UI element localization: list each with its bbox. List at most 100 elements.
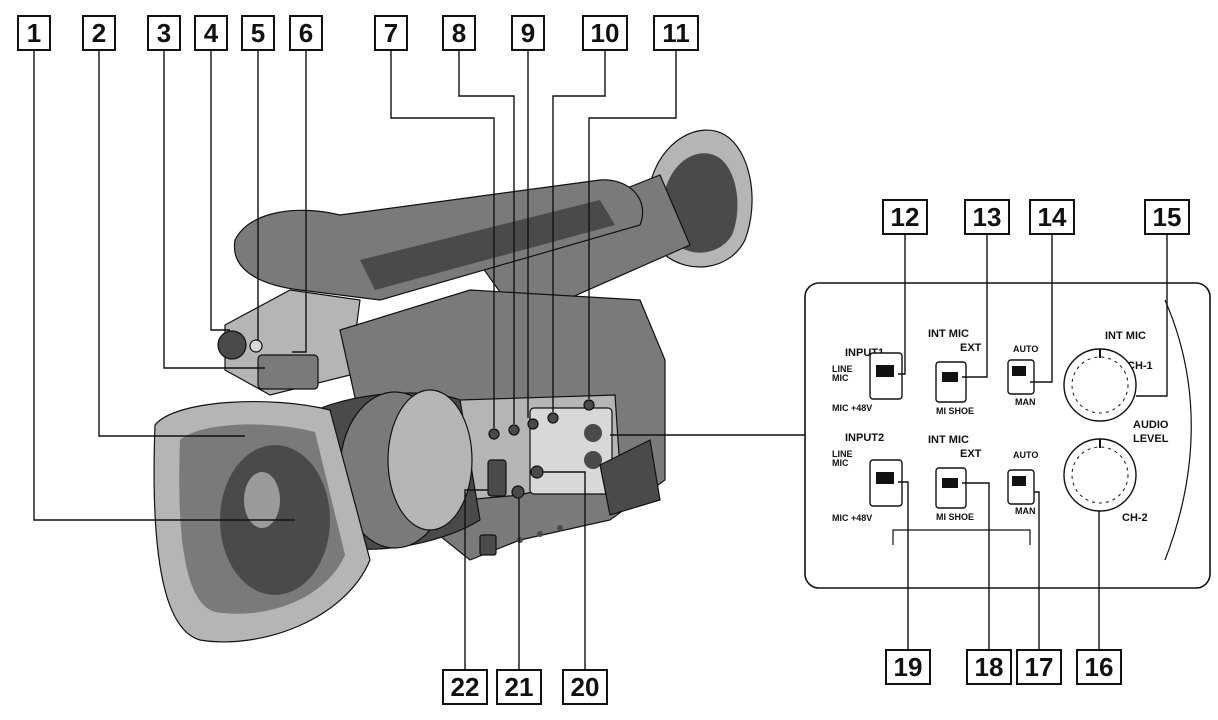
button-11 — [583, 399, 595, 411]
svg-text:17: 17 — [1025, 652, 1054, 682]
svg-text:22: 22 — [451, 672, 480, 702]
svg-text:3: 3 — [157, 18, 171, 48]
input2-switch — [869, 459, 903, 507]
int-mic-switch-2 — [935, 467, 967, 509]
grip-strap — [599, 439, 661, 516]
int-mic-dial-label: INT MIC — [1105, 330, 1146, 342]
callout-7: 7 — [374, 15, 408, 51]
bottom-screw-3 — [557, 525, 563, 531]
auto-label-2: AUTO — [1013, 450, 1038, 460]
svg-text:21: 21 — [505, 672, 534, 702]
svg-text:7: 7 — [384, 18, 398, 48]
mi-shoe-label-1: MI SHOE — [936, 406, 974, 416]
auto-label-1: AUTO — [1013, 344, 1038, 354]
svg-text:19: 19 — [894, 652, 923, 682]
input2-label: INPUT2 — [845, 432, 884, 444]
input1-switch — [869, 352, 903, 400]
svg-text:1: 1 — [27, 18, 41, 48]
callout-6: 6 — [289, 15, 323, 51]
leader-lines — [33, 50, 1168, 670]
bottom-screw-2 — [537, 531, 543, 537]
bottom-screw-1 — [517, 537, 523, 543]
ch1-label: CH-1 — [1127, 360, 1153, 372]
audio-label: AUDIO — [1133, 419, 1169, 431]
int-mic-switch-1 — [935, 361, 967, 403]
svg-text:20: 20 — [571, 672, 600, 702]
callout-8: 8 — [442, 15, 476, 51]
button-7 — [488, 428, 500, 440]
mic-label-1: MIC — [832, 373, 849, 383]
svg-text:2: 2 — [92, 18, 106, 48]
audio-dial-small-1 — [584, 424, 602, 442]
callout-18: 18 — [966, 649, 1012, 685]
callout-9: 9 — [511, 15, 545, 51]
callout-22: 22 — [442, 669, 488, 705]
man-label-1: MAN — [1015, 397, 1036, 407]
auto-man-switch-2 — [1007, 469, 1035, 505]
top-handle — [233, 179, 644, 301]
callout-20: 20 — [562, 669, 608, 705]
svg-text:10: 10 — [591, 18, 620, 48]
svg-text:9: 9 — [521, 18, 535, 48]
button-8 — [508, 424, 520, 436]
panel-curve — [1164, 299, 1192, 561]
callout-14: 14 — [1029, 199, 1075, 235]
svg-text:6: 6 — [299, 18, 313, 48]
callout-10: 10 — [582, 15, 628, 51]
button-21 — [511, 485, 525, 499]
callout-11: 11 — [653, 15, 699, 51]
dial-ch2 — [1063, 438, 1137, 512]
svg-text:16: 16 — [1085, 652, 1114, 682]
mic48-label-2: MIC +48V — [832, 513, 872, 523]
bottom-jack — [479, 534, 497, 556]
button-10 — [547, 412, 559, 424]
ext-label-2: EXT — [960, 448, 982, 460]
callout-5: 5 — [241, 15, 275, 51]
callout-15: 15 — [1144, 199, 1190, 235]
mic-holder-front — [257, 354, 319, 390]
svg-text:5: 5 — [251, 18, 265, 48]
handle-grip — [360, 200, 615, 290]
svg-text:12: 12 — [891, 202, 920, 232]
zoom-ring — [387, 389, 473, 531]
callout-3: 3 — [147, 15, 181, 51]
line-label-1: LINE — [832, 364, 853, 374]
svg-text:18: 18 — [975, 652, 1004, 682]
button-9 — [527, 418, 539, 430]
callout-16: 16 — [1076, 649, 1122, 685]
callout-2: 2 — [82, 15, 116, 51]
switch-22 — [487, 459, 507, 497]
ext-label-1: EXT — [960, 342, 982, 354]
button-20 — [530, 465, 544, 479]
audio-control-panel: INPUT1 LINE MIC MIC +48V INT MIC EXT MI … — [804, 282, 1211, 589]
callout-13: 13 — [964, 199, 1010, 235]
int-mic-label-1: INT MIC — [928, 328, 969, 340]
svg-text:13: 13 — [973, 202, 1002, 232]
svg-text:14: 14 — [1038, 202, 1067, 232]
panel-bracket — [892, 529, 1031, 545]
svg-text:8: 8 — [452, 18, 466, 48]
svg-text:4: 4 — [204, 18, 219, 48]
svg-text:11: 11 — [662, 18, 690, 48]
callout-21: 21 — [496, 669, 542, 705]
man-label-2: MAN — [1015, 506, 1036, 516]
auto-man-switch-1 — [1007, 359, 1035, 395]
camcorder-illustration — [153, 129, 753, 643]
audio-panel-small — [529, 407, 613, 495]
callout-12: 12 — [882, 199, 928, 235]
callout-17: 17 — [1016, 649, 1062, 685]
line-label-2: LINE — [832, 449, 853, 459]
lens-reflection — [244, 472, 280, 528]
dial-ch1 — [1063, 348, 1137, 422]
ch2-label: CH-2 — [1122, 512, 1148, 524]
audio-dial-small-2 — [584, 451, 602, 469]
mic-grille-4 — [217, 330, 247, 360]
callout-1: 1 — [17, 15, 51, 51]
callout-19: 19 — [885, 649, 931, 685]
mi-shoe-label-2: MI SHOE — [936, 512, 974, 522]
int-mic-label-2: INT MIC — [928, 434, 969, 446]
level-label: LEVEL — [1133, 433, 1169, 445]
jack-5 — [249, 339, 263, 353]
callout-4: 4 — [194, 15, 228, 51]
